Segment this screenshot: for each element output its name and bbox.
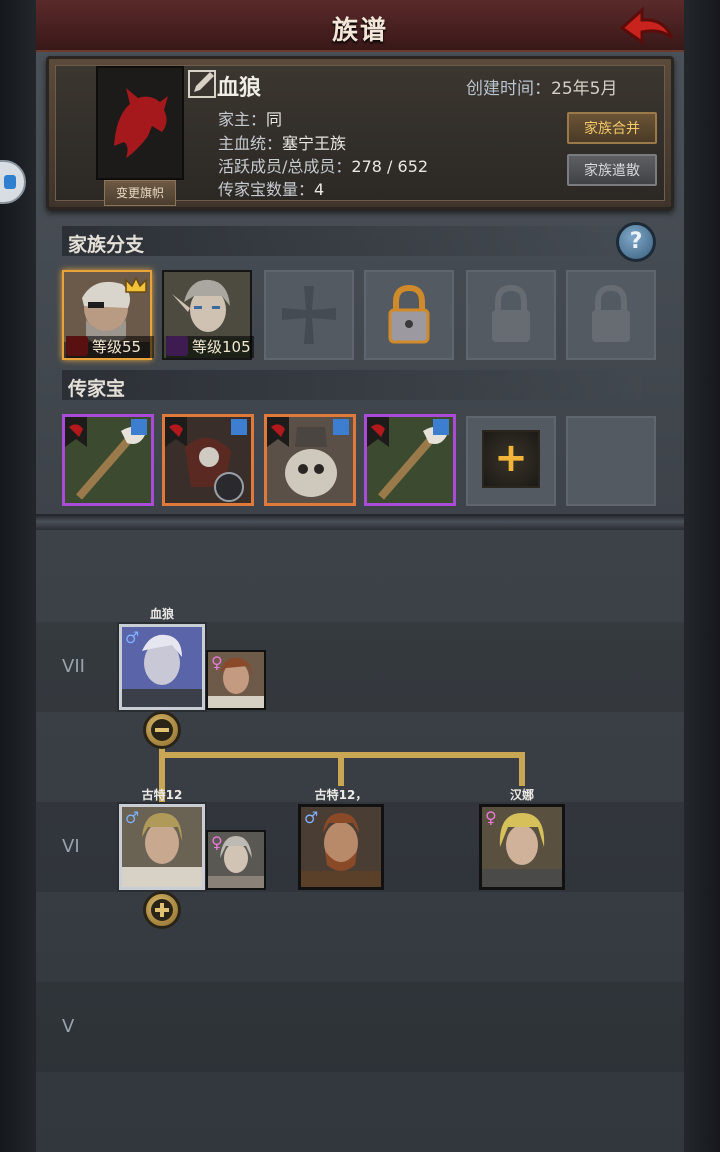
branch-slot-empty[interactable] <box>264 270 354 360</box>
male-icon: ♂ <box>125 808 140 827</box>
crown-icon <box>125 276 147 293</box>
wolf-icon <box>114 88 168 158</box>
info-label: 传家宝数量： <box>218 180 315 199</box>
back-arrow-icon <box>619 6 674 45</box>
female-icon: ♀ <box>211 653 223 672</box>
info-label: 家主： <box>218 110 267 129</box>
info-members: 活跃成员/总成员：278 / 652 <box>218 153 428 177</box>
male-icon: ♂ <box>304 808 319 827</box>
branch-slot-unlockable[interactable] <box>364 270 454 360</box>
branch-slot-locked[interactable] <box>566 270 656 360</box>
family-banner <box>96 66 184 180</box>
right-edge <box>684 0 720 1152</box>
male-icon: ♂ <box>125 628 140 647</box>
edit-icon[interactable] <box>186 68 218 100</box>
lock-icon <box>492 284 530 342</box>
help-button[interactable]: ? <box>616 222 656 262</box>
created-value: 25年5月 <box>551 79 618 99</box>
tree-connector <box>338 752 344 786</box>
side-tab-icon <box>4 175 16 189</box>
generation-label: VII <box>62 656 85 677</box>
add-heirloom-slot[interactable]: + <box>466 416 556 506</box>
female-icon: ♀ <box>211 833 223 852</box>
info-bloodline: 主血统：塞宁王族 <box>218 130 346 154</box>
member-name: 血狼 <box>149 607 174 621</box>
heirloom-slot-empty[interactable] <box>566 416 656 506</box>
heirlooms-header: 传家宝 <box>62 370 642 400</box>
section-title: 家族分支 <box>68 234 145 256</box>
page-title: 族谱 <box>331 16 388 46</box>
tree-spouse[interactable]: ♀ <box>206 650 266 710</box>
info-value: 塞宁王族 <box>282 134 347 153</box>
portrait-grayhair <box>208 832 264 888</box>
created-time: 创建时间：25年5月 <box>466 74 617 99</box>
back-button[interactable] <box>616 4 678 48</box>
heirloom-axe-icon <box>165 417 251 503</box>
heirloom-club-icon <box>367 417 453 503</box>
info-label: 活跃成员/总成员： <box>218 157 352 176</box>
family-name: 血狼 <box>217 76 262 101</box>
heirloom-armor-icon <box>267 417 353 503</box>
expand-button[interactable] <box>143 891 181 929</box>
tree-connector <box>519 752 525 786</box>
generation-label: VI <box>62 836 80 857</box>
tree-member-child-2[interactable]: ♂ <box>298 804 384 890</box>
branch-slot-1[interactable]: 等级55 <box>62 270 154 360</box>
collapse-button[interactable] <box>143 711 181 749</box>
tree-spouse[interactable]: ♀ <box>206 830 266 890</box>
info-value: 4 <box>314 180 325 199</box>
heirloom-slot-2[interactable] <box>162 414 254 506</box>
info-leader: 家主：同 <box>218 106 282 130</box>
portrait-bearded <box>301 807 381 887</box>
generation-band <box>36 982 684 1072</box>
portrait-blond <box>122 807 202 887</box>
info-label: 主血统： <box>218 134 283 153</box>
plus-icon: + <box>482 430 540 488</box>
member-name: 古特12 <box>141 788 183 802</box>
change-banner-button[interactable]: 变更旗帜 <box>104 180 176 206</box>
branch-slot-locked[interactable] <box>466 270 556 360</box>
branches-header: 家族分支 <box>62 226 642 256</box>
branch-level: 等级105 <box>166 336 254 358</box>
heirloom-slot-4[interactable] <box>364 414 456 506</box>
header-bar: 族谱 <box>36 0 684 52</box>
section-title: 传家宝 <box>68 378 126 400</box>
info-value: 同 <box>266 110 283 129</box>
generation-label: V <box>62 1016 75 1037</box>
tree-member-child-3[interactable]: ♀ <box>479 804 565 890</box>
heirloom-slot-1[interactable] <box>62 414 154 506</box>
tree-member-child-1[interactable]: ♂ <box>119 804 205 890</box>
tree-connector <box>159 748 165 804</box>
disband-family-button[interactable]: 家族遣散 <box>567 154 657 186</box>
branch-slot-2[interactable]: 等级105 <box>162 270 254 360</box>
minus-icon <box>151 719 173 741</box>
female-icon: ♀ <box>485 808 497 827</box>
lock-icon <box>388 284 430 344</box>
portrait-blonde-female <box>482 807 562 887</box>
portrait-redhair <box>208 652 264 708</box>
created-label: 创建时间： <box>466 79 551 99</box>
plus-icon <box>151 899 173 921</box>
cross-icon <box>282 286 336 344</box>
info-heirlooms: 传家宝数量：4 <box>218 176 324 200</box>
section-divider <box>36 514 684 530</box>
heirloom-club-icon <box>65 417 151 503</box>
member-name: 汉娜 <box>509 788 534 802</box>
tree-member-root[interactable]: ♂ <box>119 624 205 710</box>
info-value: 278 / 652 <box>351 157 429 176</box>
merge-family-button[interactable]: 家族合并 <box>567 112 657 144</box>
portrait-pale <box>122 627 202 707</box>
member-name: 古特12， <box>314 788 368 802</box>
lock-icon <box>592 284 630 342</box>
branch-level: 等级55 <box>66 336 154 358</box>
heirloom-slot-3[interactable] <box>264 414 356 506</box>
